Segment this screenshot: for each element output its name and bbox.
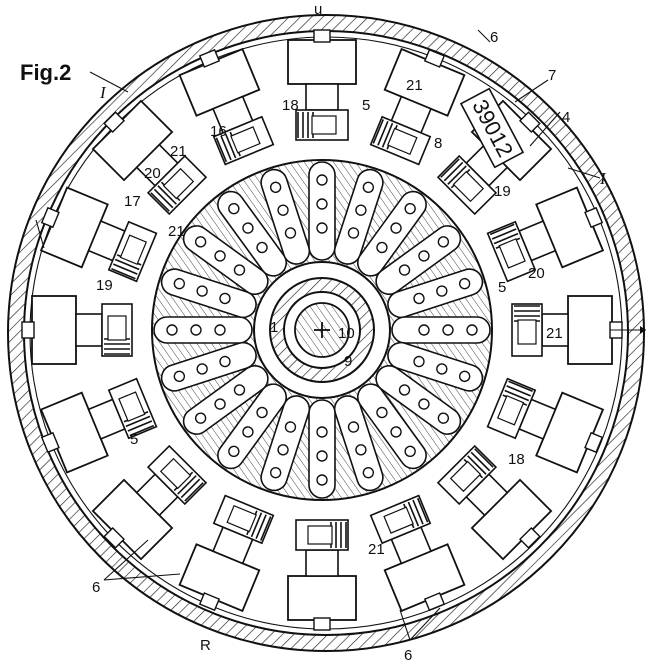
central-hub bbox=[253, 261, 391, 399]
work-station bbox=[39, 186, 158, 283]
label-8: 8 bbox=[434, 135, 442, 152]
label-17: 17 bbox=[124, 193, 141, 210]
spoke-arm bbox=[182, 225, 269, 296]
label-9: 9 bbox=[344, 353, 352, 370]
spoke-arm bbox=[160, 268, 257, 319]
label-5-right: 5 bbox=[498, 279, 506, 296]
label-20-left: 20 bbox=[144, 165, 161, 182]
spoke-arm bbox=[182, 364, 269, 435]
label-1: 1 bbox=[270, 319, 278, 336]
label-18-top: 18 bbox=[282, 97, 299, 114]
spoke-arm bbox=[387, 341, 484, 392]
spoke-arm bbox=[333, 395, 384, 492]
label-19-left: 19 bbox=[96, 277, 113, 294]
label-19-right: 19 bbox=[494, 183, 511, 200]
section-mark-left: I bbox=[99, 83, 107, 102]
spoke-group bbox=[153, 161, 491, 499]
work-station bbox=[486, 377, 605, 474]
label-18-right: 18 bbox=[508, 451, 525, 468]
spoke-arm bbox=[260, 168, 311, 265]
section-mark-right: I bbox=[599, 169, 607, 188]
spoke-arm bbox=[333, 168, 384, 265]
label-5-top: 5 bbox=[362, 97, 370, 114]
spoke-arm bbox=[160, 341, 257, 392]
work-station bbox=[178, 494, 275, 613]
work-station bbox=[287, 29, 357, 141]
work-station bbox=[511, 295, 623, 365]
figure-title: Fig.2 bbox=[20, 60, 71, 85]
work-station bbox=[91, 99, 208, 216]
label-21-left: 21 bbox=[168, 223, 185, 240]
label-7: 7 bbox=[548, 67, 556, 84]
spoke-arm bbox=[153, 316, 253, 344]
spoke-arm bbox=[356, 190, 427, 277]
label-5-left: 5 bbox=[130, 431, 138, 448]
label-R: R bbox=[200, 637, 211, 654]
label-20-right: 20 bbox=[528, 265, 545, 282]
work-station bbox=[287, 519, 357, 631]
spoke-arm bbox=[375, 364, 462, 435]
work-station bbox=[178, 47, 275, 166]
spoke-arm bbox=[375, 225, 462, 296]
label-16: 16 bbox=[210, 123, 227, 140]
work-station bbox=[39, 377, 158, 474]
work-station bbox=[91, 444, 208, 561]
spoke-arm bbox=[391, 316, 491, 344]
work-station bbox=[369, 47, 466, 166]
label-21-right: 21 bbox=[546, 325, 563, 342]
label-6-top: 6 bbox=[490, 29, 498, 46]
label-21-left-top: 21 bbox=[170, 143, 187, 160]
label-u: u bbox=[314, 1, 322, 18]
annotation-labels: Fig.2 I I u R 6 7 4 21 5 18 16 21 20 8 1… bbox=[20, 1, 607, 664]
label-6-bottom: 6 bbox=[404, 647, 412, 664]
work-station bbox=[21, 295, 133, 365]
label-21-top: 21 bbox=[406, 77, 423, 94]
label-10: 10 bbox=[338, 325, 355, 342]
spoke-arm bbox=[217, 383, 288, 470]
label-6-left: 6 bbox=[92, 579, 100, 596]
spoke-arm bbox=[308, 399, 336, 499]
counter-display: 39012 bbox=[459, 87, 525, 169]
spoke-arm bbox=[260, 395, 311, 492]
label-21-bottom: 21 bbox=[368, 541, 385, 558]
work-station bbox=[436, 444, 553, 561]
spoke-arm bbox=[308, 161, 336, 261]
spoke-arm bbox=[356, 383, 427, 470]
work-station bbox=[486, 186, 605, 283]
spoke-arm bbox=[217, 190, 288, 277]
spoke-arm bbox=[387, 268, 484, 319]
label-4: 4 bbox=[562, 109, 570, 126]
leader-lines bbox=[35, 29, 646, 641]
work-station bbox=[369, 494, 466, 613]
